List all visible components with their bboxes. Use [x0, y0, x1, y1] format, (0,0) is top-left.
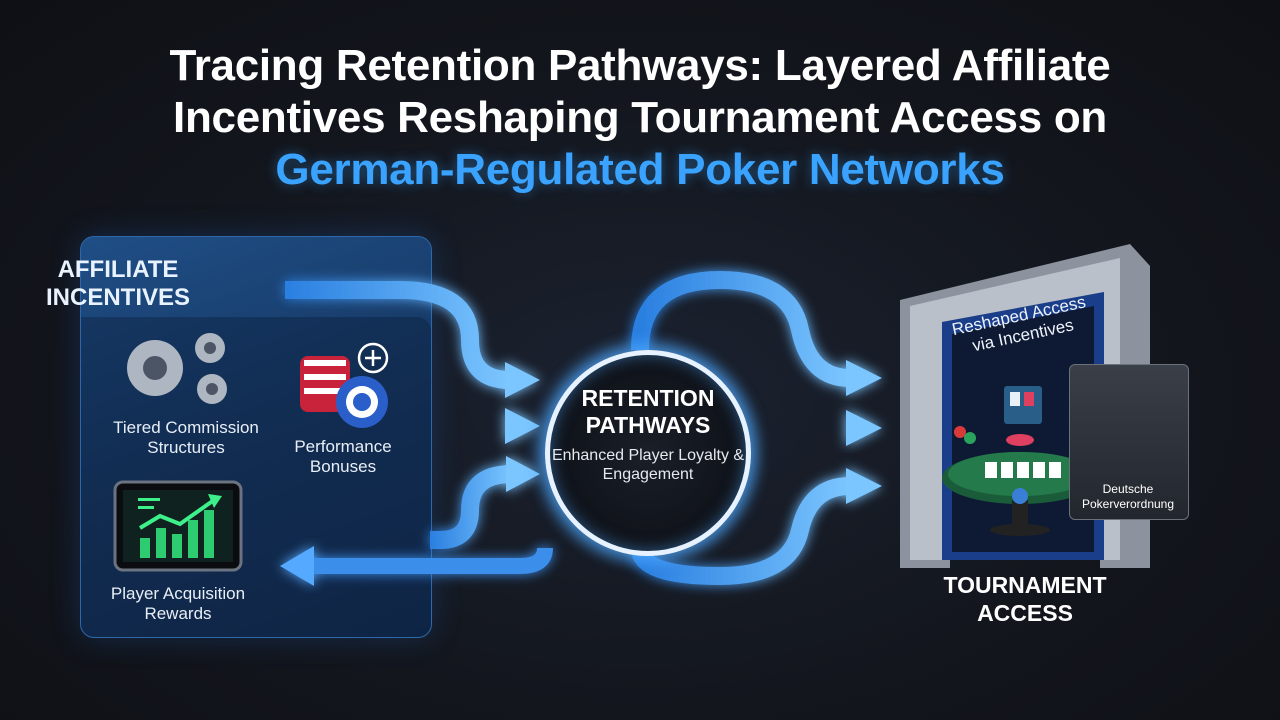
affiliate-heading: AFFILIATE INCENTIVES: [45, 256, 191, 311]
player-acquisition-label: Player Acquisition Rewards: [110, 584, 246, 623]
arrow-top-out: [631, 270, 882, 396]
arrow-mid-out: [752, 410, 882, 446]
retention-pathways-hub: [545, 350, 751, 556]
arrow-mid-in: [430, 408, 540, 444]
arrow-bottom-in: [430, 456, 540, 549]
performance-bonuses-label: Performance Bonuses: [294, 437, 392, 476]
hub-title: RETENTION PATHWAYS: [581, 385, 715, 438]
tournament-access-label: TOURNAMENT ACCESS: [943, 572, 1107, 626]
regulation-badge: [1069, 364, 1189, 520]
tiered-commission-label: Tiered Commission Structures: [113, 418, 259, 457]
arrow-return: [280, 546, 553, 586]
hub-subtitle: Enhanced Player Loyalty & Engagement: [551, 447, 745, 483]
poker-table-icon: [942, 386, 1098, 536]
gears-icon: [127, 333, 227, 404]
growth-chart-tablet-icon: [113, 480, 243, 572]
title-line-2: Incentives Reshaping Tournament Access o…: [173, 93, 1107, 142]
poker-chips-plus-icon: [300, 342, 389, 428]
arrow-bottom-out: [631, 468, 882, 586]
title-line-3-highlight: German-Regulated Poker Networks: [275, 145, 1005, 194]
title-line-1: Tracing Retention Pathways: Layered Affi…: [169, 41, 1111, 90]
arrow-top-in: [285, 281, 540, 398]
page-title: Tracing Retention Pathways: Layered Affi…: [0, 40, 1280, 196]
regulation-badge-label: Deutsche Pokerverordnung: [1081, 482, 1175, 511]
